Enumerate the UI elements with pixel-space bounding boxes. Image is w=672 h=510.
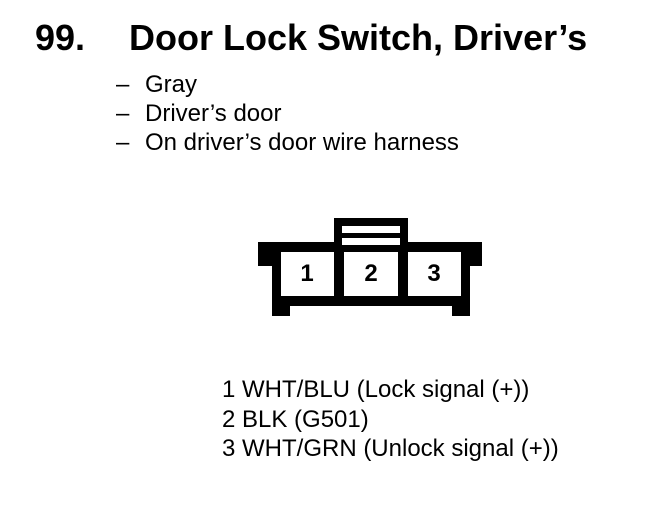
connector-diagram: 1 2 3 xyxy=(250,210,490,325)
note-dash: – xyxy=(116,129,130,156)
connector-pinout-drawing: 1 2 3 xyxy=(258,218,482,316)
pin-number-3: 3 xyxy=(427,260,440,287)
note-dash: – xyxy=(116,100,130,127)
pin-cavity-1 xyxy=(281,252,334,296)
legend-wire-description: BLK (G501) xyxy=(242,405,369,433)
pin-number-1: 1 xyxy=(300,260,313,287)
legend-pin-number: 3 xyxy=(222,435,236,462)
note-text: On driver’s door wire harness xyxy=(145,129,459,156)
note-dash: – xyxy=(116,71,130,98)
pin-cavity-3 xyxy=(408,252,461,296)
legend-row: 1 WHT/BLU (Lock signal (+)) xyxy=(222,375,559,405)
legend-pin-number: 2 xyxy=(222,405,236,433)
note-line: – On driver’s door wire harness xyxy=(116,128,459,157)
item-notes: – Gray – Driver’s door – On driver’s doo… xyxy=(116,70,459,157)
item-number: 99. xyxy=(35,17,86,58)
note-text: Gray xyxy=(145,71,198,98)
latch-tab-slot xyxy=(342,226,400,233)
latch-tab-slot xyxy=(342,238,400,245)
item-title: Door Lock Switch, Driver’s xyxy=(129,17,588,58)
note-line: – Driver’s door xyxy=(116,99,459,128)
note-text: Driver’s door xyxy=(145,100,282,127)
pin-cavity-2 xyxy=(344,252,398,296)
legend-row: 2 BLK (G501) xyxy=(222,405,559,435)
note-line: – Gray xyxy=(116,70,459,99)
pin-legend: 1 WHT/BLU (Lock signal (+)) 2 BLK (G501)… xyxy=(222,375,559,464)
legend-wire-description: WHT/GRN (Unlock signal (+)) xyxy=(242,435,559,462)
legend-row: 3 WHT/GRN (Unlock signal (+)) xyxy=(222,434,559,464)
legend-pin-number: 1 xyxy=(222,376,236,403)
legend-wire-description: WHT/BLU (Lock signal (+)) xyxy=(242,376,530,403)
pin-number-2: 2 xyxy=(364,260,377,287)
